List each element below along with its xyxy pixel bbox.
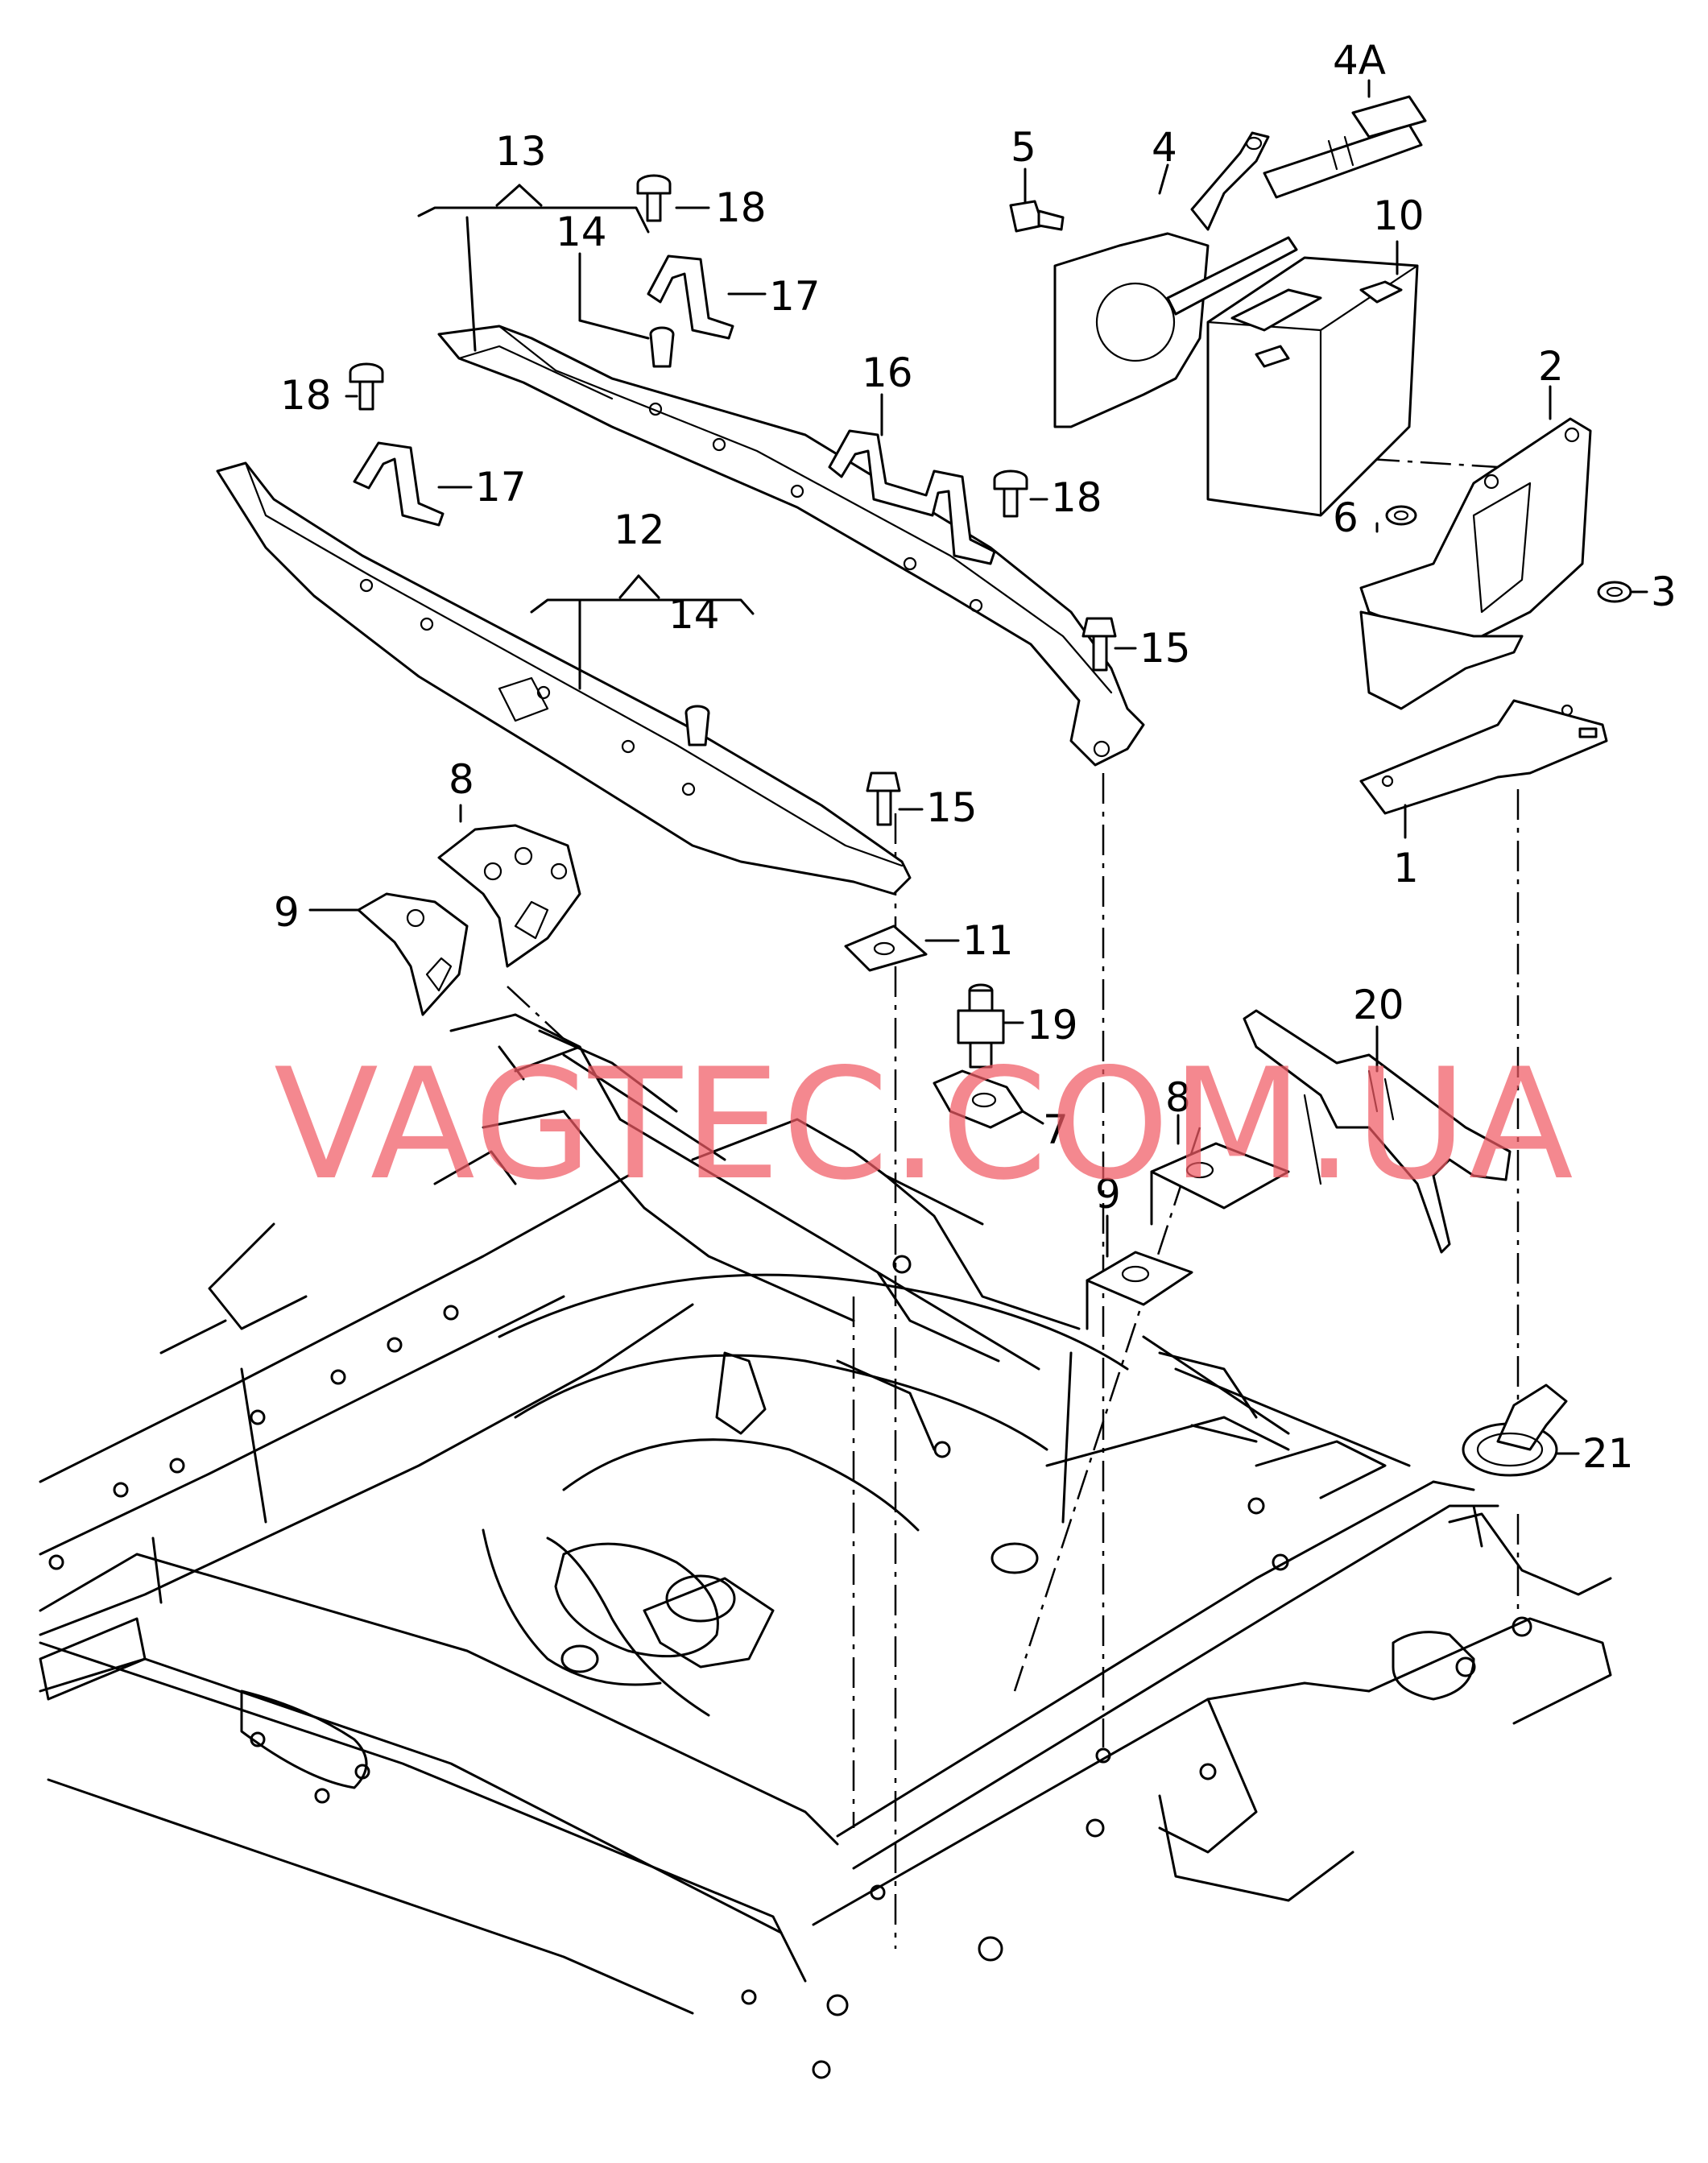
- callout-16: 16: [862, 349, 913, 396]
- bolt-5: [1009, 200, 1065, 233]
- callout-4A: 4A: [1333, 37, 1386, 84]
- rivet-nut-14-mid: [684, 705, 710, 747]
- callout-14-top: 14: [556, 209, 607, 255]
- callout-10: 10: [1373, 192, 1425, 239]
- bracket-9-left: [357, 892, 469, 1016]
- callout-8-left: 8: [449, 756, 474, 803]
- bracket-17-top: [647, 254, 734, 340]
- callout-1: 1: [1393, 845, 1419, 891]
- plate-11: [844, 924, 928, 972]
- callout-4: 4: [1152, 124, 1177, 171]
- callout-9-left: 9: [274, 889, 300, 936]
- callout-13: 13: [495, 128, 547, 175]
- bolt-18-right: [993, 469, 1028, 518]
- watermark: VAGTEC.COM.UA: [274, 1036, 1575, 1214]
- callout-19: 19: [1027, 1002, 1078, 1048]
- bracket-20: [1243, 1009, 1512, 1254]
- callout-15-left: 15: [926, 784, 978, 831]
- callout-12: 12: [614, 507, 665, 553]
- callout-labels: 13 14 18 17 12 14 18 17 16 18 15 15 4A 5…: [274, 37, 1677, 1477]
- bolt-18-left: [349, 362, 384, 411]
- plate-1: [1359, 699, 1608, 815]
- part-4A-strip: [1263, 95, 1427, 199]
- callout-21: 21: [1582, 1430, 1634, 1477]
- cover-4-shield: [1053, 131, 1298, 428]
- callout-2: 2: [1538, 343, 1564, 390]
- bolt-15-left: [866, 771, 901, 826]
- assembly-lines: [507, 329, 1520, 1949]
- callout-3: 3: [1651, 569, 1677, 615]
- part-12-cross-rail: [216, 461, 912, 895]
- callout-20: 20: [1353, 982, 1404, 1028]
- nut-6: [1385, 505, 1417, 526]
- callout-15-right: 15: [1139, 625, 1191, 672]
- bracket-17-left: [353, 441, 445, 527]
- battery-10: [1206, 256, 1419, 517]
- vehicle-floor-pan: [39, 1013, 1612, 2079]
- floor-holes: [48, 1255, 1532, 2079]
- leader-lines: [308, 79, 1648, 1455]
- bracket-16: [828, 429, 996, 565]
- bracket-8-left: [437, 824, 581, 968]
- bolt-18-top: [636, 174, 672, 222]
- part-21-grommet: [1462, 1383, 1568, 1477]
- callout-14-mid: 14: [668, 591, 720, 638]
- callout-18-right: 18: [1051, 474, 1102, 521]
- callout-7: 7: [1043, 1106, 1069, 1153]
- callout-9-right: 9: [1095, 1171, 1121, 1218]
- callout-11: 11: [962, 917, 1014, 964]
- callout-5: 5: [1011, 124, 1036, 171]
- callout-6: 6: [1333, 494, 1359, 541]
- callout-17-top: 17: [769, 273, 821, 320]
- part-13-cross-rail: [437, 325, 1145, 767]
- battery-tray-2: [1359, 417, 1592, 710]
- bracket-9-right: [1086, 1251, 1193, 1330]
- callout-18-top: 18: [715, 184, 767, 231]
- callout-8-right: 8: [1165, 1074, 1191, 1121]
- callout-18-left: 18: [280, 372, 332, 419]
- bracket-8-right: [1150, 1142, 1290, 1226]
- bolt-15-right: [1081, 617, 1117, 672]
- nut-3: [1597, 581, 1632, 603]
- callout-17-left: 17: [475, 464, 527, 511]
- part-19-stud: [957, 983, 1005, 1069]
- rivet-nut-14-top: [649, 326, 675, 368]
